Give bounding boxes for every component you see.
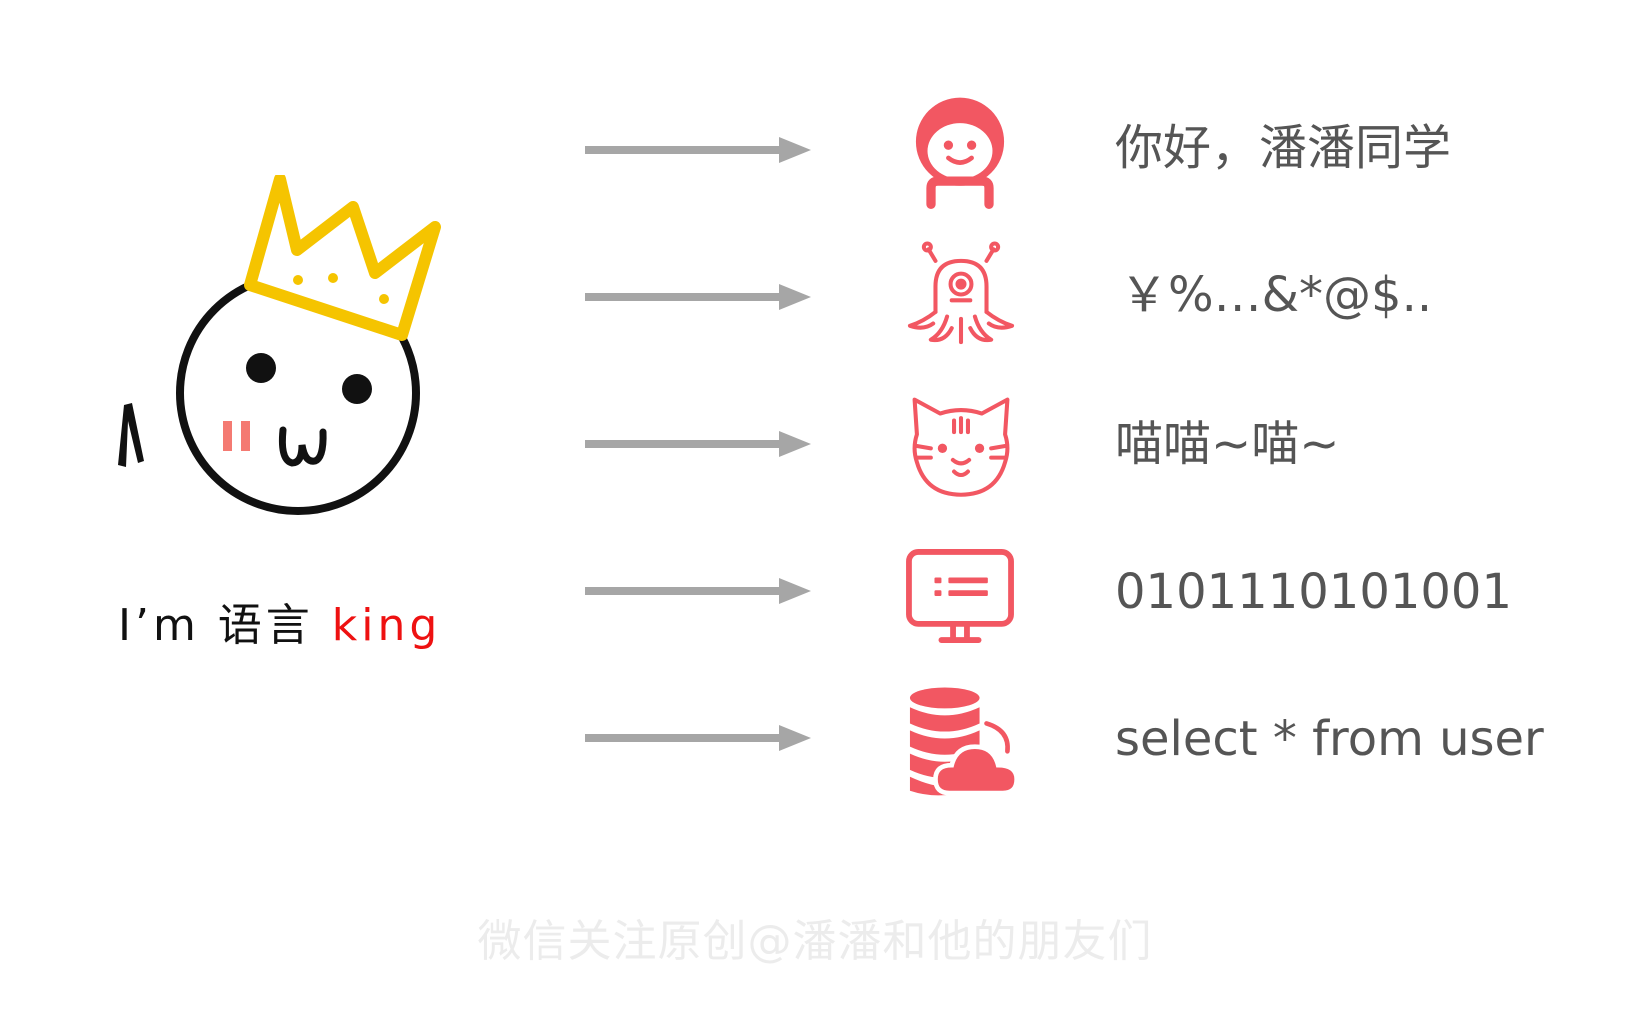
mascot-hand <box>118 403 144 467</box>
arrow-right-icon <box>585 431 811 457</box>
arrow-right-icon <box>585 284 811 310</box>
database-cloud-icon <box>909 687 1019 796</box>
mascot-blush-1 <box>223 421 232 451</box>
row-label-sql: select * from user <box>1115 711 1544 767</box>
alien-octopus-icon <box>907 241 1015 345</box>
mascot-mouth <box>278 426 327 467</box>
mascot-caption: I’m 语言 king <box>118 596 498 656</box>
monitor-icon <box>906 549 1014 643</box>
cat-icon <box>912 397 1010 497</box>
crown-icon <box>244 175 441 341</box>
row-label-gibberish: ￥%…&*@$.. <box>1120 267 1433 323</box>
arrow-right-icon <box>585 137 811 163</box>
caption-prefix: I’m 语言 <box>118 600 332 651</box>
row-label-greeting: 你好，潘潘同学 <box>1115 120 1452 176</box>
king-mascot-illustration <box>118 175 441 515</box>
caption-accent: king <box>331 600 442 651</box>
arrow-right-icon <box>585 578 811 604</box>
arrow-right-icon <box>585 725 811 751</box>
mascot-left-eye <box>246 353 276 383</box>
mascot-blush-2 <box>241 421 250 451</box>
mascot-right-eye <box>342 374 372 404</box>
person-icon <box>915 97 1005 209</box>
row-label-binary: 0101110101001 <box>1115 564 1513 620</box>
row-label-meow: 喵喵~喵~ <box>1115 416 1340 472</box>
watermark-text: 微信关注原创@潘潘和他的朋友们 <box>477 916 1153 967</box>
